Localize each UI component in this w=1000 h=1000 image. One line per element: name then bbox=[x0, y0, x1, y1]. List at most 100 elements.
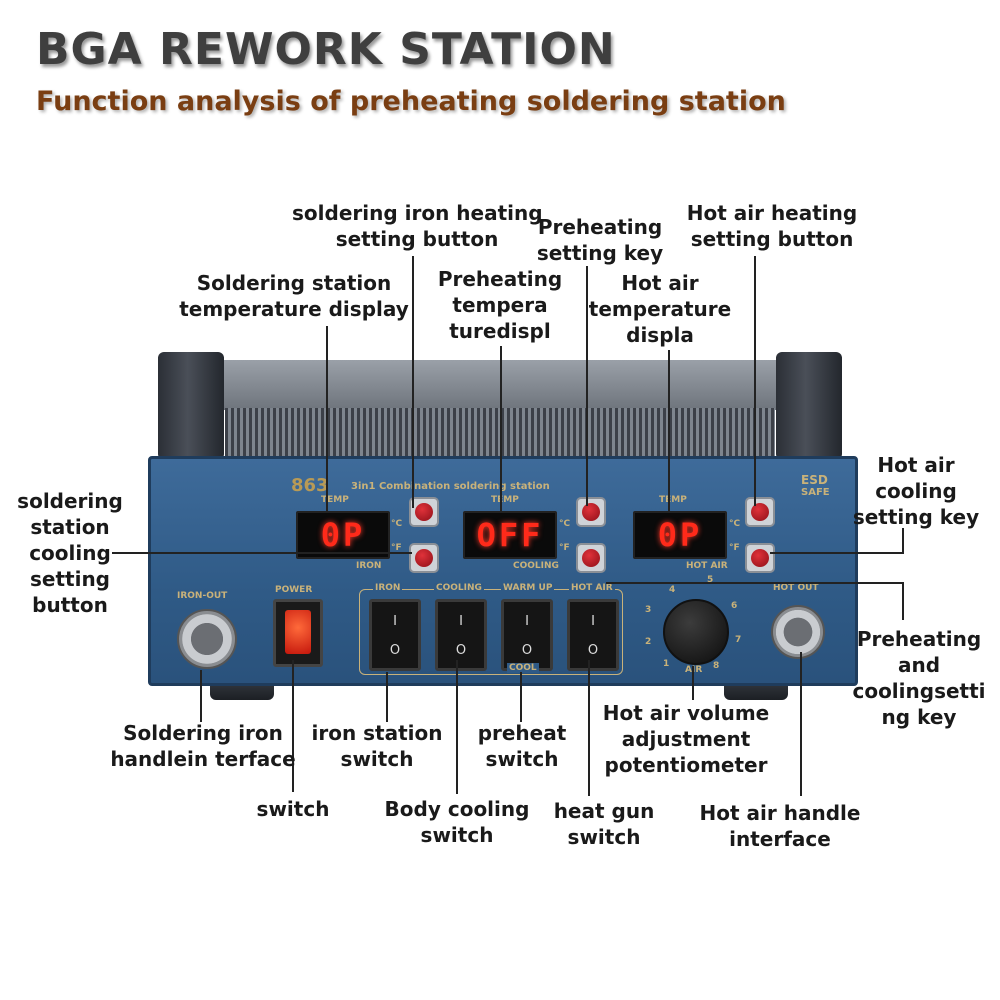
iron-out-label: IRON-OUT bbox=[177, 591, 228, 601]
label-line: setting key bbox=[536, 241, 664, 265]
leader-line bbox=[520, 672, 522, 722]
leader-line bbox=[200, 670, 202, 722]
label-line: coolingsetti bbox=[852, 679, 986, 703]
leader-line bbox=[500, 346, 502, 512]
label-line: heat gun bbox=[553, 799, 655, 823]
unit-c-mid: °C bbox=[559, 519, 571, 529]
page-title: BGA REWORK STATION bbox=[36, 24, 616, 75]
leader-line bbox=[456, 660, 458, 794]
label-iron-handle-interface: Soldering iron handlein terface bbox=[108, 720, 298, 772]
hot-air-label: HOT AIR bbox=[686, 561, 728, 571]
dial-mark-5: 5 bbox=[707, 575, 714, 585]
label-line: temperature bbox=[588, 297, 732, 321]
power-switch[interactable] bbox=[273, 599, 323, 667]
preheat-cool-button[interactable] bbox=[576, 543, 606, 573]
label-hot-air-handle-interface: Hot air handle interface bbox=[696, 800, 864, 852]
leader-line bbox=[292, 660, 294, 792]
label-station-temp-display: Soldering station temperature display bbox=[178, 270, 410, 322]
rocker-on-mark: I bbox=[525, 614, 529, 629]
label-hot-air-temp-display: Hot air temperature displa bbox=[586, 270, 734, 348]
hot-air-cool-button[interactable] bbox=[745, 543, 775, 573]
label-line: Hot air volume bbox=[602, 701, 770, 725]
label-line: setting bbox=[30, 567, 110, 591]
dial-mark-3: 3 bbox=[645, 605, 652, 615]
label-line: Hot air handle bbox=[699, 801, 861, 825]
dial-mark-7: 7 bbox=[735, 635, 742, 645]
sw-hotair-label: HOT AIR bbox=[569, 583, 615, 593]
dial-mark-6: 6 bbox=[731, 601, 738, 611]
label-preheat-switch: preheat switch bbox=[470, 720, 574, 772]
page-subtitle: Function analysis of preheating solderin… bbox=[36, 86, 786, 117]
label-preheating-key: Preheating setting key bbox=[534, 214, 666, 266]
leader-line bbox=[902, 582, 904, 620]
unit-c-left: °C bbox=[391, 519, 403, 529]
label-line: displa bbox=[626, 323, 694, 347]
iron-cool-button[interactable] bbox=[409, 543, 439, 573]
model-number: 863 bbox=[291, 475, 329, 496]
esd-logo: ESD bbox=[801, 473, 828, 487]
rocker-on-mark: I bbox=[459, 614, 463, 629]
cooling-label: COOLING bbox=[513, 561, 559, 571]
label-line: Hot air bbox=[877, 453, 955, 477]
hot-air-heat-button[interactable] bbox=[745, 497, 775, 527]
label-preheat-cooling-key: Preheating and coolingsetti ng key bbox=[852, 626, 986, 730]
leader-line bbox=[754, 256, 756, 506]
label-line: soldering bbox=[17, 489, 123, 513]
iron-heat-button[interactable] bbox=[409, 497, 439, 527]
temp-label-left: TEMP bbox=[321, 495, 349, 505]
rocker-off-mark: O bbox=[455, 643, 467, 658]
label-line: switch bbox=[420, 823, 494, 847]
hot-out-connector[interactable] bbox=[771, 605, 825, 659]
label-line: switch bbox=[340, 747, 414, 771]
label-line: iron station bbox=[311, 721, 443, 745]
leader-line bbox=[770, 552, 904, 554]
temp-label-mid: TEMP bbox=[491, 495, 519, 505]
leader-line bbox=[588, 660, 590, 796]
unit-f-mid: °F bbox=[559, 543, 570, 553]
label-line: soldering iron heating bbox=[292, 201, 543, 225]
label-iron-station-switch: iron station switch bbox=[310, 720, 444, 772]
sw-warmup-label: WARM UP bbox=[501, 583, 555, 593]
control-panel: 863 3in1 Combination soldering station E… bbox=[148, 456, 858, 686]
iron-label: IRON bbox=[356, 561, 382, 571]
leader-line bbox=[668, 350, 670, 512]
hot-air-display: 0P bbox=[633, 511, 727, 559]
leader-line bbox=[112, 552, 412, 554]
label-hot-air-cooling-key: Hot air cooling setting key bbox=[850, 452, 982, 530]
sw-cooling-label: COOLING bbox=[434, 583, 484, 593]
label-heat-gun-switch: heat gun switch bbox=[546, 798, 662, 850]
leader-line bbox=[692, 666, 694, 700]
power-label: POWER bbox=[275, 585, 313, 595]
label-station-cooling-button: soldering station cooling setting button bbox=[6, 488, 134, 618]
temp-label-right: TEMP bbox=[659, 495, 687, 505]
leader-line bbox=[586, 266, 588, 506]
label-line: switch bbox=[485, 747, 559, 771]
label-line: Hot air bbox=[621, 271, 699, 295]
soldering-station-display: 0P bbox=[296, 511, 390, 559]
label-line: button bbox=[32, 593, 108, 617]
label-line: turedispl bbox=[449, 319, 551, 343]
label-line: Body cooling bbox=[384, 797, 530, 821]
air-volume-knob[interactable] bbox=[663, 599, 729, 665]
rocker-off-mark: O bbox=[587, 643, 599, 658]
label-air-volume-potentiometer: Hot air volume adjustment potentiometer bbox=[596, 700, 776, 778]
label-line: tempera bbox=[452, 293, 548, 317]
preheat-display: OFF bbox=[463, 511, 557, 559]
label-line: handlein terface bbox=[110, 747, 296, 771]
label-line: Hot air heating bbox=[686, 201, 858, 225]
leader-line bbox=[606, 582, 904, 584]
dial-mark-1: 1 bbox=[663, 659, 670, 669]
label-line: cooling bbox=[29, 541, 111, 565]
label-hot-air-heating-button: Hot air heating setting button bbox=[684, 200, 860, 252]
rocker-off-mark: O bbox=[521, 643, 533, 658]
unit-f-left: °F bbox=[391, 543, 402, 553]
label-line: interface bbox=[729, 827, 831, 851]
label-line: cooling bbox=[875, 479, 957, 503]
preheat-heat-button[interactable] bbox=[576, 497, 606, 527]
iron-out-connector[interactable] bbox=[177, 609, 237, 669]
label-line: station bbox=[30, 515, 110, 539]
